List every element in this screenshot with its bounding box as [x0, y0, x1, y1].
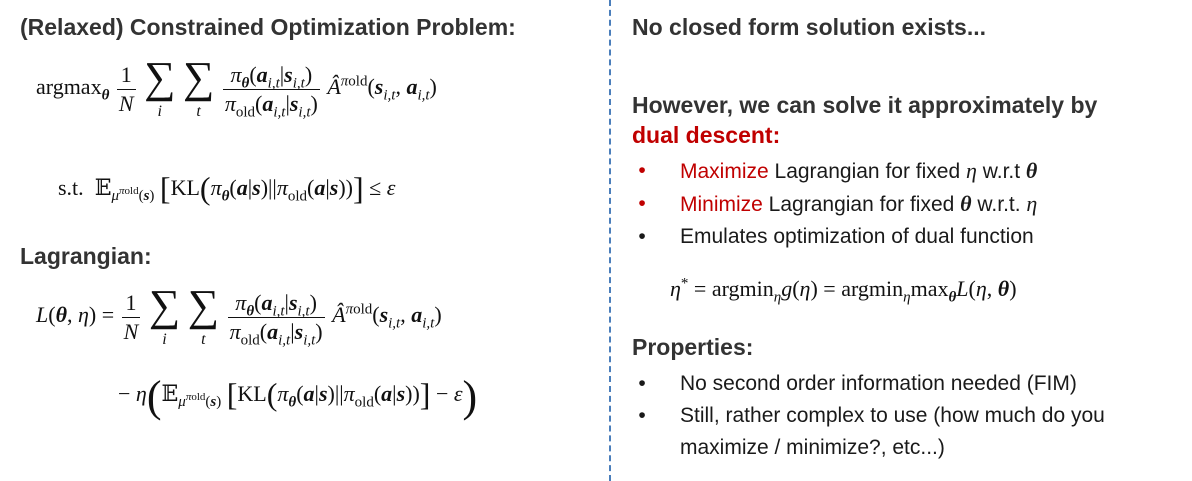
column-divider	[609, 0, 611, 481]
constraint-equation: s.t. 𝔼μπold(s) [KL(πθ(a|s)||πold(a|s))] …	[58, 170, 396, 206]
bullet-icon: •	[638, 225, 646, 248]
lagrangian-penalty-term: − η(𝔼μπold(s) [KL(πθ(a|s)||πold(a|s))] −…	[118, 372, 478, 421]
dual-descent-term: dual descent:	[632, 122, 781, 148]
dual-descent-heading: However, we can solve it approximately b…	[632, 92, 1097, 149]
dual-function-equation: η* = argminηg(η) = argminηmaxθL(η, θ)	[670, 275, 1017, 306]
bullet-icon: •	[638, 192, 646, 215]
list-item: • Still, rather complex to use (how much…	[632, 400, 1177, 464]
bullet-highlight: Maximize	[680, 160, 769, 183]
property-text: Still, rather complex to use (how much d…	[680, 404, 1105, 459]
bullet-icon: •	[638, 404, 646, 427]
properties-heading: Properties:	[632, 334, 754, 360]
lagrangian-heading: Lagrangian:	[20, 243, 152, 269]
bullet-icon: •	[638, 372, 646, 395]
list-item: • Emulates optimization of dual function	[632, 221, 1037, 253]
list-item: • Minimize Lagrangian for fixed θ w.r.t.…	[632, 188, 1037, 221]
bullet-text: Lagrangian for fixed	[762, 193, 961, 216]
bullet-var: η	[1026, 191, 1038, 216]
bullet-text: Lagrangian for fixed	[768, 160, 966, 183]
bullet-var: η	[965, 158, 977, 183]
bullet-text: Emulates optimization of dual function	[680, 225, 1034, 248]
problem-heading: (Relaxed) Constrained Optimization Probl…	[20, 14, 516, 40]
bullet-highlight: Minimize	[680, 193, 763, 216]
list-item: • Maximize Lagrangian for fixed η w.r.t …	[632, 155, 1037, 188]
bullet-text: w.r.t	[976, 160, 1026, 183]
bullet-var: θ	[960, 191, 972, 216]
dual-descent-steps: • Maximize Lagrangian for fixed η w.r.t …	[632, 155, 1037, 253]
bullet-icon: •	[638, 159, 646, 182]
dual-descent-heading-line1: However, we can solve it approximately b…	[632, 92, 1098, 118]
no-closed-form-heading: No closed form solution exists...	[632, 14, 987, 40]
properties-list: • No second order information needed (FI…	[632, 368, 1177, 464]
list-item: • No second order information needed (FI…	[632, 368, 1177, 400]
bullet-text: w.r.t.	[971, 193, 1027, 216]
property-text: No second order information needed (FIM)	[680, 372, 1077, 395]
bullet-var: θ	[1025, 158, 1038, 183]
